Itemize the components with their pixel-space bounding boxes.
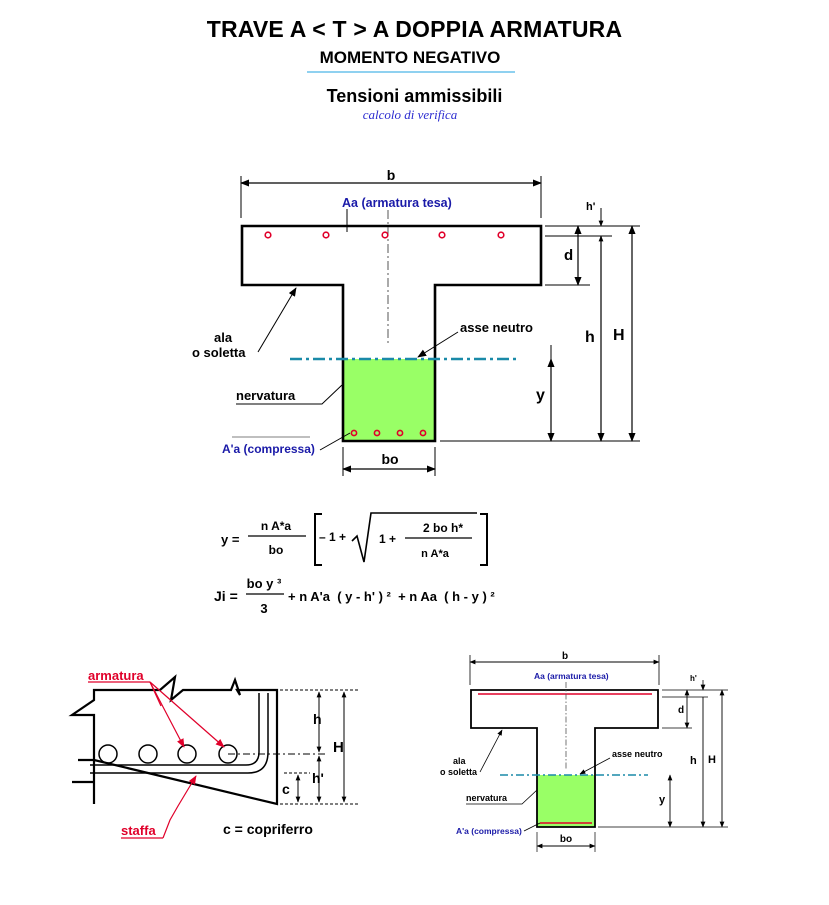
svg-text:+ n A'a ( y - h' ) ² + n Aa: + n A'a ( y - h' ) ² + n Aa ( h - y ) ² <box>288 589 495 604</box>
section-subtitle: calcolo di verifica <box>362 107 458 122</box>
tension-rebars <box>264 231 505 239</box>
svg-text:y: y <box>659 794 666 806</box>
label-hp: h' <box>586 201 596 213</box>
main-t-beam-diagram: b Aa (armatura tesa) h' <box>192 167 640 476</box>
main-title: TRAVE A < T > A DOPPIA ARMATURA <box>206 16 623 42</box>
label-flange-2: o soletta <box>192 345 246 360</box>
compression-rebars <box>350 429 427 437</box>
detail-label-stirrup: staffa <box>121 823 156 838</box>
svg-text:bo: bo <box>269 543 284 557</box>
label-compression-steel: A'a (compressa) <box>222 442 315 456</box>
svg-text:b: b <box>562 651 568 662</box>
label-neutral-axis: asse neutro <box>460 320 533 335</box>
label-H: H <box>613 327 625 344</box>
svg-text:d: d <box>678 705 684 716</box>
label-tension-steel: Aa (armatura tesa) <box>342 196 452 210</box>
label-d: d <box>564 247 573 264</box>
subtitle-underline <box>307 71 515 73</box>
svg-text:ala: ala <box>453 756 467 766</box>
svg-text:asse neutro: asse neutro <box>612 749 663 759</box>
label-flange-1: ala <box>214 330 233 345</box>
svg-text:H: H <box>708 754 716 766</box>
svg-text:Aa (armatura tesa): Aa (armatura tesa) <box>534 671 609 681</box>
svg-text:o soletta: o soletta <box>440 767 478 777</box>
detail-label-H: H <box>333 739 344 756</box>
detail-caption: c = copriferro <box>223 821 313 837</box>
svg-text:– 1 +: – 1 + <box>319 530 346 544</box>
section-title: Tensioni ammissibili <box>326 86 503 106</box>
formula-ji: Ji = bo y ³ 3 + n A'a ( y - h' ) ² + n A… <box>214 576 495 616</box>
small-t-beam-diagram: b Aa (armatura tesa) h' d h H y bo <box>440 651 728 852</box>
svg-text:1 +: 1 + <box>379 532 396 546</box>
svg-text:n A*a: n A*a <box>261 519 292 533</box>
svg-text:bo y ³: bo y ³ <box>247 576 282 591</box>
detail-label-c: c <box>282 781 290 797</box>
svg-text:nervatura: nervatura <box>466 793 508 803</box>
svg-text:Ji =: Ji = <box>214 588 238 604</box>
compression-zone <box>343 359 434 441</box>
detail-label-h: h <box>313 711 322 727</box>
formula-y: y = n A*a bo – 1 + 1 + 2 bo h* n A*a <box>221 512 488 566</box>
subtitle: MOMENTO NEGATIVO <box>319 48 501 67</box>
label-web: nervatura <box>236 388 296 403</box>
svg-text:bo: bo <box>560 834 572 845</box>
label-y: y <box>536 387 545 404</box>
svg-text:A'a (compressa): A'a (compressa) <box>456 826 522 836</box>
detail-label-hp: h' <box>312 770 324 786</box>
svg-text:n A*a: n A*a <box>421 548 450 560</box>
svg-text:h: h <box>690 755 697 767</box>
t-section-outline <box>240 224 543 443</box>
cover-detail-diagram: h H h' c c = copriferro armatura staffa <box>68 668 360 839</box>
svg-text:y =: y = <box>221 532 240 547</box>
label-bo: bo <box>381 451 398 467</box>
svg-text:h': h' <box>690 674 697 683</box>
svg-text:2 bo h*: 2 bo h* <box>423 521 463 535</box>
svg-text:3: 3 <box>260 601 267 616</box>
label-b: b <box>387 167 396 183</box>
detail-label-rebar: armatura <box>88 668 144 683</box>
label-h: h <box>585 329 595 346</box>
detail-rebars <box>98 744 238 764</box>
